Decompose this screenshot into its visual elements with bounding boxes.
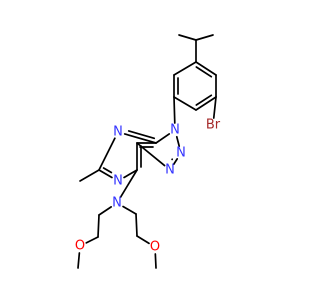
bond-C5-N_pyr3 [102, 167, 113, 174]
bond-C4-N_amine [119, 169, 138, 198]
bond-A3-A4 [195, 94, 213, 106]
bond-C5-N_pyr3 [98, 169, 113, 179]
bond-A3-A4 [195, 96, 217, 111]
bond-iPrMe1-iPrCH [178, 34, 197, 41]
bond-N_pyr1-C5 [98, 137, 116, 171]
bond-A6-A1 [173, 61, 197, 76]
bond-A3-Br [212, 96, 217, 119]
atom-label-n_aryl: N [170, 123, 180, 138]
bond-A1-A2 [195, 66, 213, 78]
bond-R2-O_right [136, 235, 150, 245]
bond-O_left-L3 [77, 252, 81, 269]
bond-A5-N_aryl [173, 96, 176, 124]
bond-L1-L2 [97, 214, 100, 238]
bond-N_aryl-N_tri3 [175, 135, 181, 148]
bond-N_pyr3-C4 [123, 169, 138, 179]
atom-label-n_tri2: N [165, 163, 175, 178]
atom-label-n_amine: N [112, 196, 122, 211]
bond-L2-O_left [85, 236, 99, 244]
bond-N_aryl-C7a [155, 133, 171, 144]
atom-label-n_tri3: N [176, 146, 186, 161]
bond-N_tri3-N_tri2 [172, 158, 179, 165]
atom-label-o_left: O [75, 239, 85, 254]
atom-label-n_pyr1: N [113, 125, 123, 140]
bond-A4-A5 [173, 96, 197, 111]
bond-A1-A2 [195, 61, 217, 76]
atom-label-n_pyr3: N [113, 174, 123, 189]
atom-label-br: Br [206, 118, 221, 133]
bond-C7a-N_pyr1 [123, 133, 157, 144]
bond-R1-R2 [135, 213, 138, 237]
bond-N_amine-L1 [98, 206, 113, 216]
atom-label-o_right: O [150, 240, 160, 255]
bond-C5-Me5 [79, 169, 100, 182]
bond-O_right-R3 [154, 253, 157, 269]
bond-layer [77, 34, 217, 269]
bond-C7a-N_pyr1 [127, 130, 156, 140]
bond-N_amine-R1 [122, 205, 137, 215]
bond-iPrCH-iPrMe2 [195, 34, 214, 41]
